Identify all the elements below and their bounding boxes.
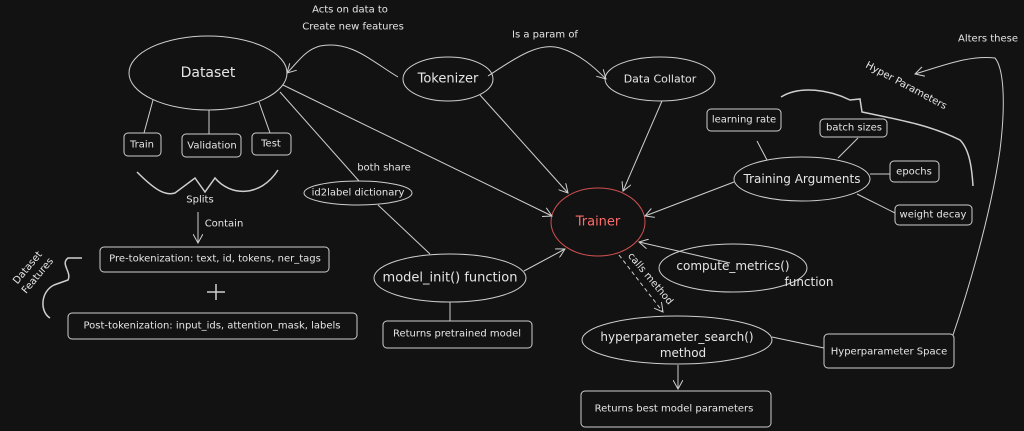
training-args-node-shape [733, 156, 871, 202]
trainer-node[interactable]: Trainer [575, 214, 621, 230]
splits-annotation: Splits [186, 194, 214, 206]
dataset-node[interactable]: Dataset [180, 65, 236, 81]
post-tokenization-node[interactable]: Post-tokenization: input_ids, attention_… [83, 320, 341, 332]
both-share-annotation: both share [357, 162, 411, 174]
epochs-node[interactable]: epochs [896, 166, 932, 178]
hp-search-node-shape [581, 315, 773, 365]
id2label-node-shape [303, 180, 413, 206]
tokenizer-node-shape [402, 56, 494, 102]
compute-metrics-node-shape [658, 243, 808, 293]
create-features-annotation: Create new features [302, 21, 404, 33]
training-arguments-node[interactable]: Training Arguments [743, 172, 861, 186]
is-param-annotation: Is a param of [512, 29, 578, 41]
validation-split-node[interactable]: Validation [187, 140, 237, 152]
hyperparameter-search-node[interactable]: hyperparameter_search() [600, 330, 754, 344]
acts-on-annotation: Acts on data to [312, 4, 388, 16]
id2label-node[interactable]: id2label dictionary [311, 187, 405, 199]
weight-decay-node[interactable]: weight decay [899, 209, 967, 221]
contain-annotation: Contain [204, 218, 244, 230]
hyperparameter-search-node-line2: method [659, 346, 707, 360]
data-collator-node[interactable]: Data Collator [623, 72, 697, 86]
compute-metrics-node-line2: function [784, 275, 834, 289]
hyperparameter-space-node[interactable]: Hyperparameter Space [830, 346, 948, 358]
batch-sizes-node[interactable]: batch sizes [825, 122, 883, 134]
learning-rate-node[interactable]: learning rate [711, 114, 777, 126]
tokenizer-node[interactable]: Tokenizer [417, 71, 479, 87]
train-split-node[interactable]: Train [130, 139, 154, 151]
returns-pretrained-node[interactable]: Returns pretrained model [392, 328, 522, 340]
compute-metrics-node[interactable]: compute_metrics() [676, 259, 790, 273]
returns-best-node[interactable]: Returns best model parameters [594, 403, 754, 415]
test-split-node[interactable]: Test [261, 138, 281, 150]
trainer-node-shape [550, 187, 646, 257]
model-init-node[interactable]: model_init() function [382, 270, 518, 286]
alters-these-annotation: Alters these [958, 33, 1018, 45]
pre-tokenization-node[interactable]: Pre-tokenization: text, id, tokens, ner_… [109, 253, 321, 265]
